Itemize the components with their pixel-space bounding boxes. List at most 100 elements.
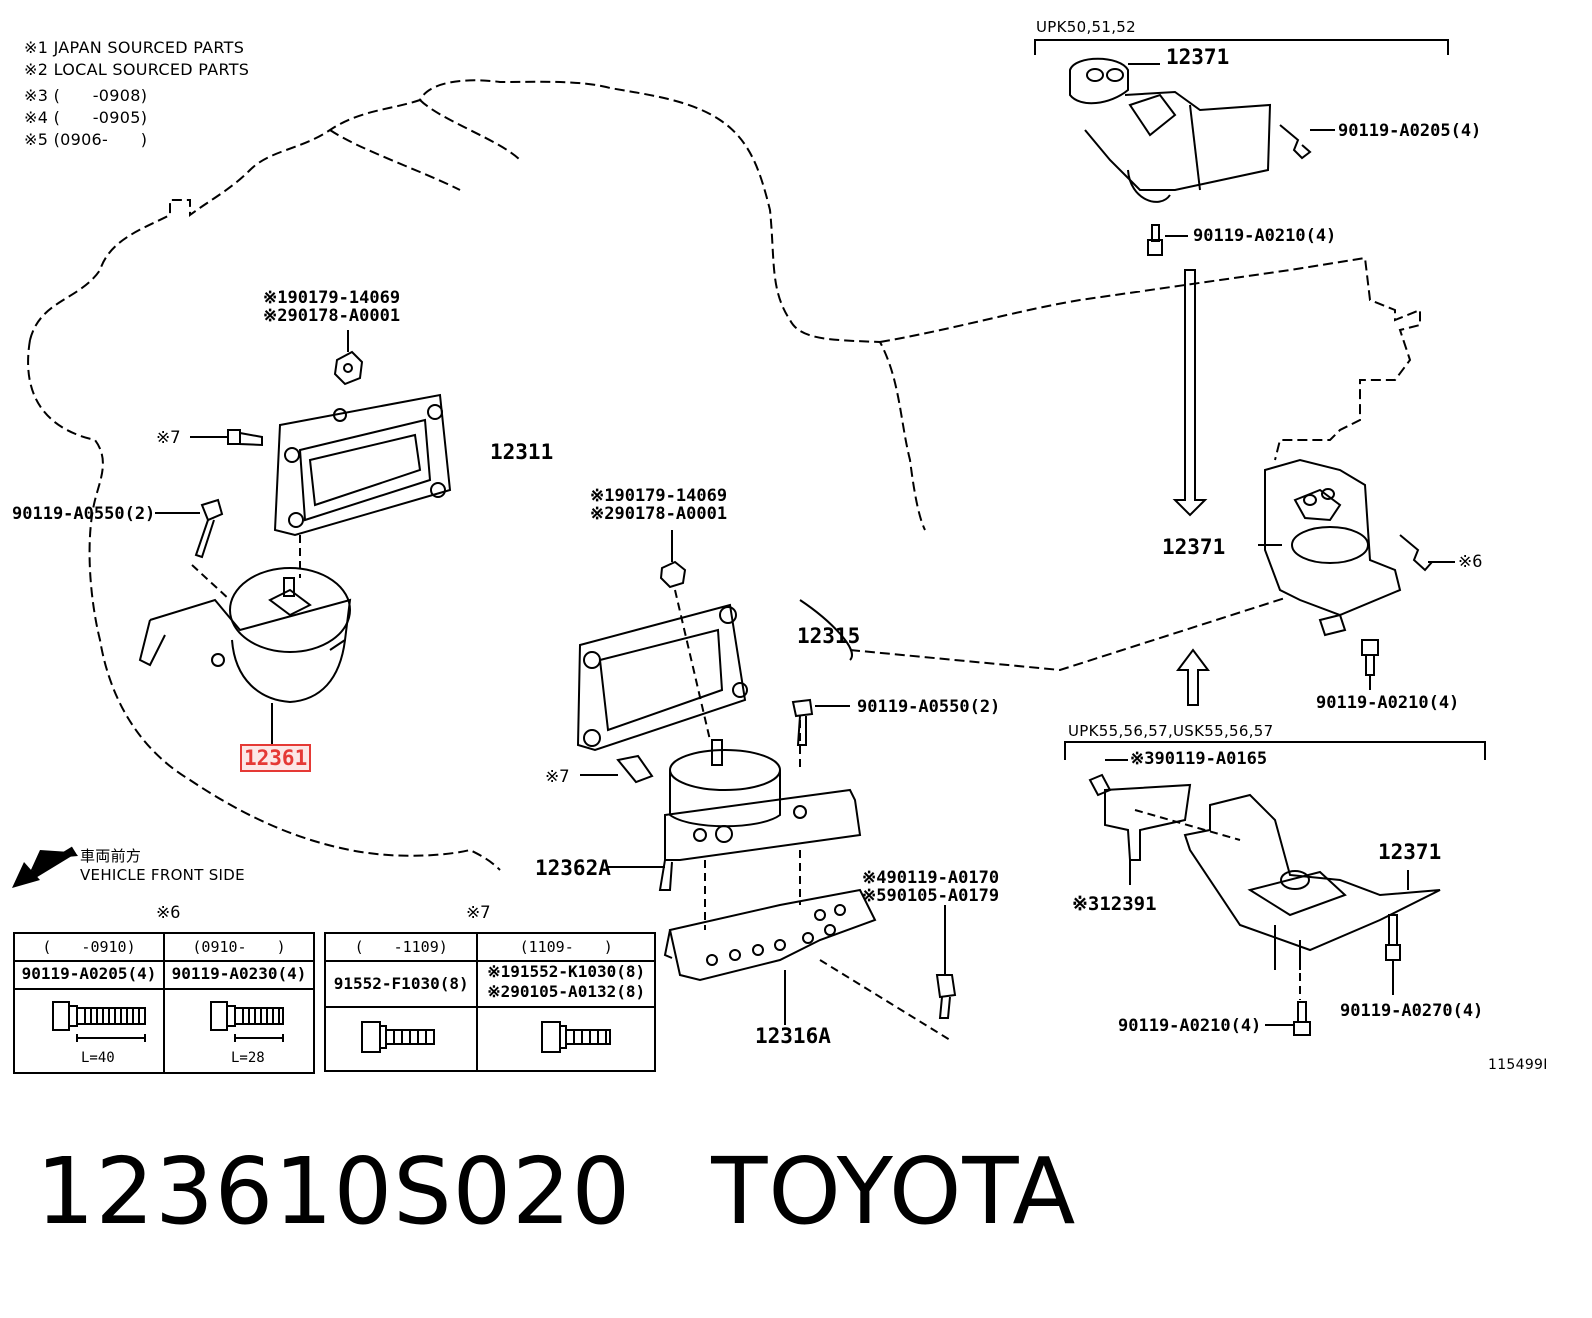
bracket-12315 — [576, 603, 748, 752]
note-3: ※3 ( -0908) — [24, 86, 148, 105]
leader-mid-dashes — [674, 589, 801, 770]
table7-parts-2: ※191552-K1030(8) ※290105-A0132(8) — [476, 960, 656, 1008]
engine-outline-lower — [27, 339, 501, 871]
arrow-up — [1176, 648, 1210, 706]
label-bolt-0210-bot[interactable]: 90119-A0210(4) — [1118, 1016, 1262, 1036]
note-2: ※2 LOCAL SOURCED PARTS — [24, 60, 250, 79]
table6-length-2: L=28 — [231, 1050, 265, 1066]
front-arrow-head — [12, 862, 40, 888]
label-12371-top[interactable]: 12371 — [1166, 45, 1230, 69]
label-bolt-0210-top[interactable]: 90119-A0210(4) — [1193, 226, 1337, 246]
label-12391[interactable]: ※312391 — [1072, 893, 1157, 915]
bolt-0210-top — [1147, 224, 1188, 256]
figure-id: 115499I — [1488, 1057, 1548, 1073]
nut-mid — [659, 530, 687, 589]
label-front-jp: 車両前方 — [80, 847, 142, 865]
flange-bolt-icon — [361, 1021, 435, 1053]
label-12315[interactable]: 12315 — [797, 624, 861, 648]
label-bolt-0270[interactable]: 90119-A0270(4) — [1340, 1001, 1484, 1021]
bracket-12316A — [663, 888, 877, 1025]
note-5: ※5 (0906- ) — [24, 130, 148, 149]
table7-bolt-1 — [323, 1006, 479, 1072]
label-bolt-0170[interactable]: ※490119-A0170 — [862, 868, 1000, 888]
note-4: ※4 ( -0905) — [24, 108, 148, 127]
label-front-en: VEHICLE FRONT SIDE — [80, 866, 245, 884]
table7-bolt-2 — [476, 1006, 656, 1072]
table7-part-2[interactable]: ※191552-K1030(8) — [487, 962, 646, 981]
mount-link-line-2 — [799, 599, 853, 661]
leader-12361-dashes — [191, 535, 301, 601]
bolt-0550-mid — [791, 698, 850, 746]
bolt-28-icon — [210, 1001, 284, 1042]
bolt-7-left — [190, 429, 263, 447]
label-bolt-7-left: ※7 — [156, 428, 181, 448]
bolt-0550-left — [155, 498, 224, 559]
label-nut-b-2: ※290178-A0001 — [590, 504, 728, 524]
engine-block-lines — [329, 99, 521, 191]
caption: 123610S020 TOYOTA — [36, 1138, 1076, 1245]
mount-12371-top — [1069, 57, 1272, 203]
engine-outline — [29, 79, 926, 531]
bolt-0210-mid — [1361, 639, 1379, 690]
label-nut-a-1: ※190179-14069 — [263, 288, 401, 308]
label-bolt-0165[interactable]: ※390119-A0165 — [1130, 749, 1268, 769]
table7-mark: ※7 — [466, 903, 491, 923]
table6-length-1: L=40 — [81, 1050, 115, 1066]
table7-part-1[interactable]: 91552-F1030(8) — [323, 960, 479, 1008]
label-12361-highlight[interactable]: 12361 — [240, 744, 312, 772]
table7-header-1: ( -1109) — [323, 932, 479, 962]
label-upk-top: UPK50,51,52 — [1036, 18, 1136, 36]
label-bolt-0179[interactable]: ※590105-A0179 — [862, 886, 1000, 906]
bolt-0270 — [1385, 914, 1401, 995]
label-12316A[interactable]: 12316A — [755, 1024, 831, 1048]
table6-part-2[interactable]: 90119-A0230(4) — [163, 960, 315, 990]
bolt-0205-top — [1279, 124, 1335, 160]
table-bolt-6: ( -0910) (0910- ) 90119-A0205(4) 90119-A… — [13, 932, 315, 1074]
table6-part-1[interactable]: 90119-A0205(4) — [13, 960, 165, 990]
label-bolt-0205-top[interactable]: 90119-A0205(4) — [1338, 121, 1482, 141]
label-upk-bottom: UPK55,56,57,USK55,56,57 — [1068, 722, 1274, 740]
table7-part-3[interactable]: ※290105-A0132(8) — [487, 982, 646, 1001]
label-bolt-7-mid: ※7 — [545, 767, 570, 787]
caption-part-number: 123610S020 — [36, 1138, 632, 1245]
mount-link-line — [849, 597, 1286, 672]
label-bolt-0210-mid[interactable]: 90119-A0210(4) — [1316, 693, 1460, 713]
bracket-12311 — [273, 393, 452, 537]
label-12362A[interactable]: 12362A — [535, 856, 611, 880]
label-12371-mid[interactable]: 12371 — [1162, 535, 1226, 559]
leader-bottom-dashes — [704, 850, 951, 1041]
bolt-0170 — [935, 905, 957, 1019]
table7-header-2: (1109- ) — [476, 932, 656, 962]
leader-12391-dashes — [1134, 809, 1241, 841]
mount-12362A — [606, 739, 862, 891]
label-bolt-0550-mid[interactable]: 90119-A0550(2) — [857, 697, 1001, 717]
table-bolt-7: ( -1109) (1109- ) 91552-F1030(8) ※191552… — [323, 932, 656, 1072]
arrow-down — [1172, 269, 1208, 517]
table6-bolt-1: L=40 — [13, 988, 165, 1074]
upk-bottom-bracket — [1064, 741, 1486, 760]
label-nut-b-1: ※190179-14069 — [590, 486, 728, 506]
table6-mark: ※6 — [156, 903, 181, 923]
mount-12371-mid — [1258, 458, 1402, 637]
front-arrow-shaft — [25, 846, 77, 882]
table6-bolt-2: L=28 — [163, 988, 315, 1074]
nut-upper-left — [333, 330, 364, 386]
table6-header-2: (0910- ) — [163, 932, 315, 962]
bracket-12391 — [1104, 783, 1192, 885]
bolt-40-icon — [52, 1001, 146, 1042]
label-bolt-0550-left[interactable]: 90119-A0550(2) — [12, 504, 156, 524]
bolt-0210-bot — [1265, 1001, 1311, 1036]
transmission-outline — [879, 256, 1421, 461]
mount-12361 — [138, 567, 352, 745]
caption-brand: TOYOTA — [711, 1138, 1077, 1245]
label-bolt-mid-6: ※6 — [1458, 552, 1483, 572]
table6-header-1: ( -0910) — [13, 932, 165, 962]
label-12311[interactable]: 12311 — [490, 440, 554, 464]
bolt-mid-6 — [1399, 534, 1455, 572]
mount-12371-bottom — [1183, 793, 1441, 970]
flange-bolt-icon-2 — [541, 1021, 612, 1053]
bolt-7-mid — [580, 754, 654, 784]
label-12371-bottom[interactable]: 12371 — [1378, 840, 1442, 864]
note-1: ※1 JAPAN SOURCED PARTS — [24, 38, 245, 57]
